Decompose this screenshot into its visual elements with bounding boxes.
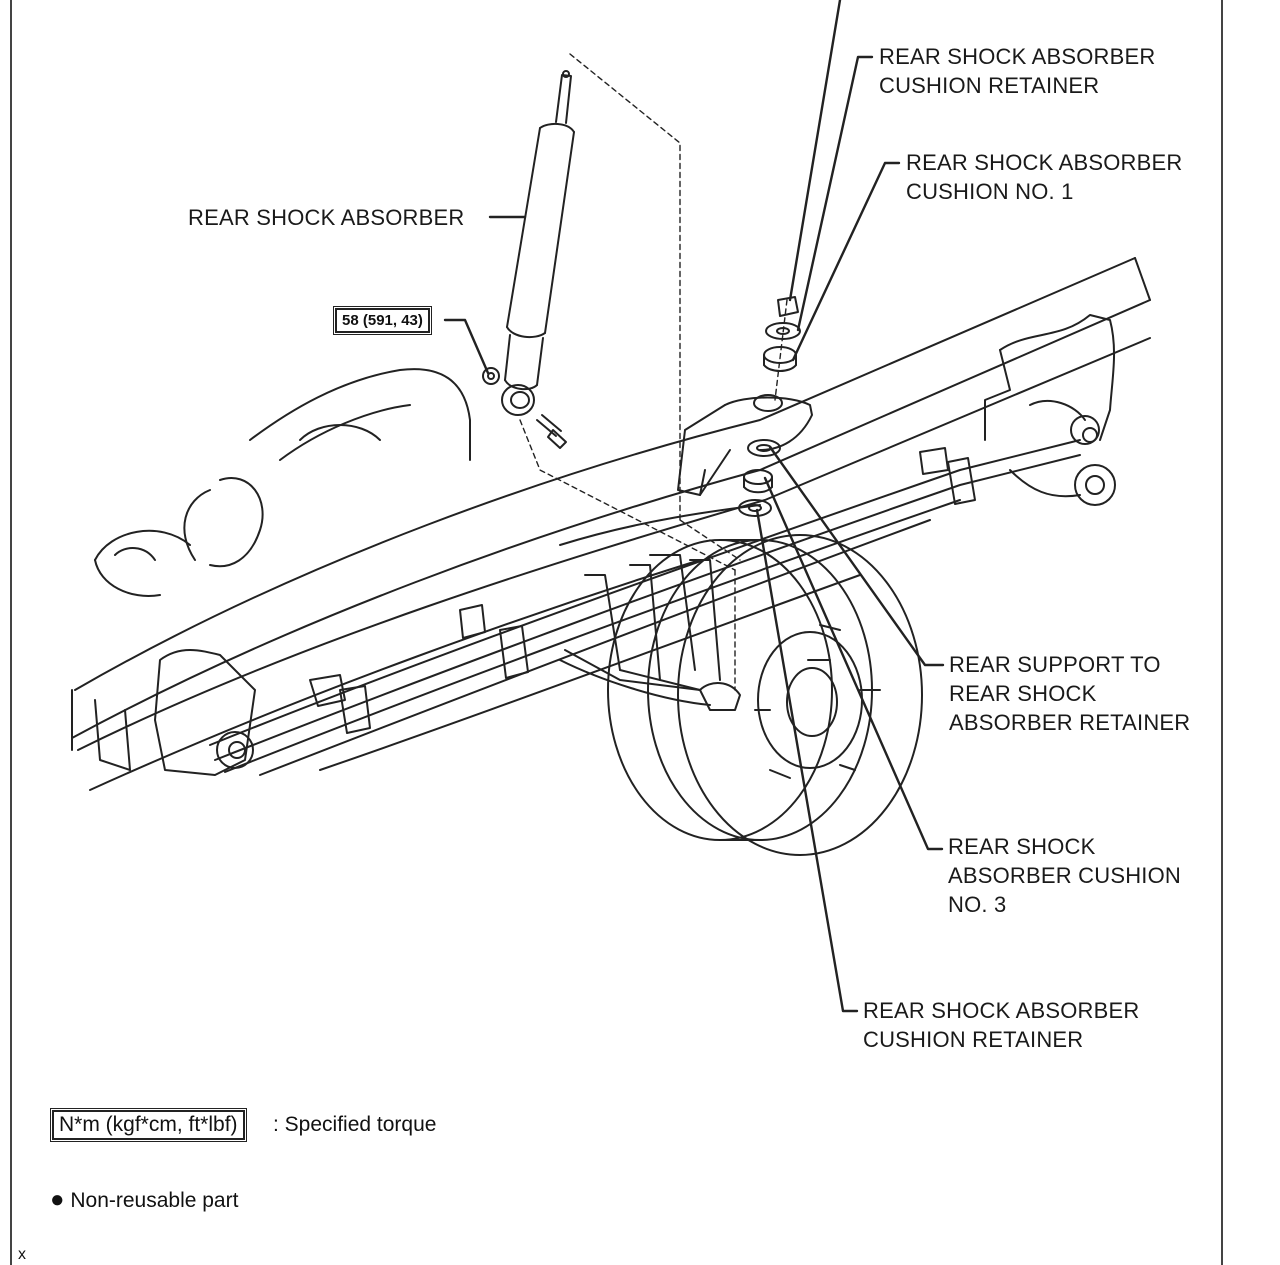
rear-hanger [984, 314, 1116, 506]
label-cushion-no-1: REAR SHOCK ABSORBER CUSHION NO. 1 [906, 148, 1182, 206]
label-line: CUSHION RETAINER [879, 73, 1100, 98]
legend-torque-desc: : Specified torque [273, 1113, 437, 1136]
label-lower-cushion-retainer: REAR SHOCK ABSORBER CUSHION RETAINER [863, 996, 1139, 1054]
leaf-spring [209, 439, 1081, 776]
label-support-retainer: REAR SUPPORT TO REAR SHOCK ABSORBER RETA… [949, 650, 1190, 737]
label-line: REAR SHOCK ABSORBER [906, 150, 1183, 175]
assembly-dashed-lines [519, 53, 788, 691]
label-line: REAR SHOCK [948, 834, 1096, 859]
legend-nonreusable-desc: Non-reusable part [70, 1189, 239, 1212]
axle-housing [94, 368, 761, 706]
label-line: REAR SHOCK ABSORBER [879, 44, 1156, 69]
label-line: ABSORBER RETAINER [949, 710, 1191, 735]
shock-absorber [501, 70, 575, 416]
torque-spec-box: 58 (591, 43) [333, 306, 432, 335]
label-line: ABSORBER CUSHION [948, 863, 1182, 888]
front-hanger [94, 649, 256, 776]
legend-nonreusable: ● Non-reusable part [50, 1186, 238, 1214]
label-cushion-no-3: REAR SHOCK ABSORBER CUSHION NO. 3 [948, 832, 1181, 919]
label-line: CUSHION NO. 1 [906, 179, 1074, 204]
label-line: NO. 3 [948, 892, 1007, 917]
label-line: REAR SHOCK [949, 681, 1097, 706]
label-line: REAR SUPPORT TO [949, 652, 1161, 677]
corner-mark: x [18, 1246, 26, 1263]
nonreusable-dot-icon: ● [50, 1186, 65, 1213]
u-bolt [584, 554, 721, 691]
legend-torque-units: N*m (kgf*cm, ft*lbf) [50, 1108, 247, 1142]
upper-cushion-stack [763, 296, 801, 372]
shock-nut-bolt [482, 367, 567, 449]
label-rear-shock-absorber: REAR SHOCK ABSORBER [188, 205, 465, 230]
label-line: CUSHION RETAINER [863, 1027, 1084, 1052]
lower-cushion-stack [738, 439, 781, 517]
leader-lines [443, 0, 945, 1013]
label-line: REAR SHOCK ABSORBER [863, 998, 1140, 1023]
label-upper-cushion-retainer: REAR SHOCK ABSORBER CUSHION RETAINER [879, 42, 1155, 100]
